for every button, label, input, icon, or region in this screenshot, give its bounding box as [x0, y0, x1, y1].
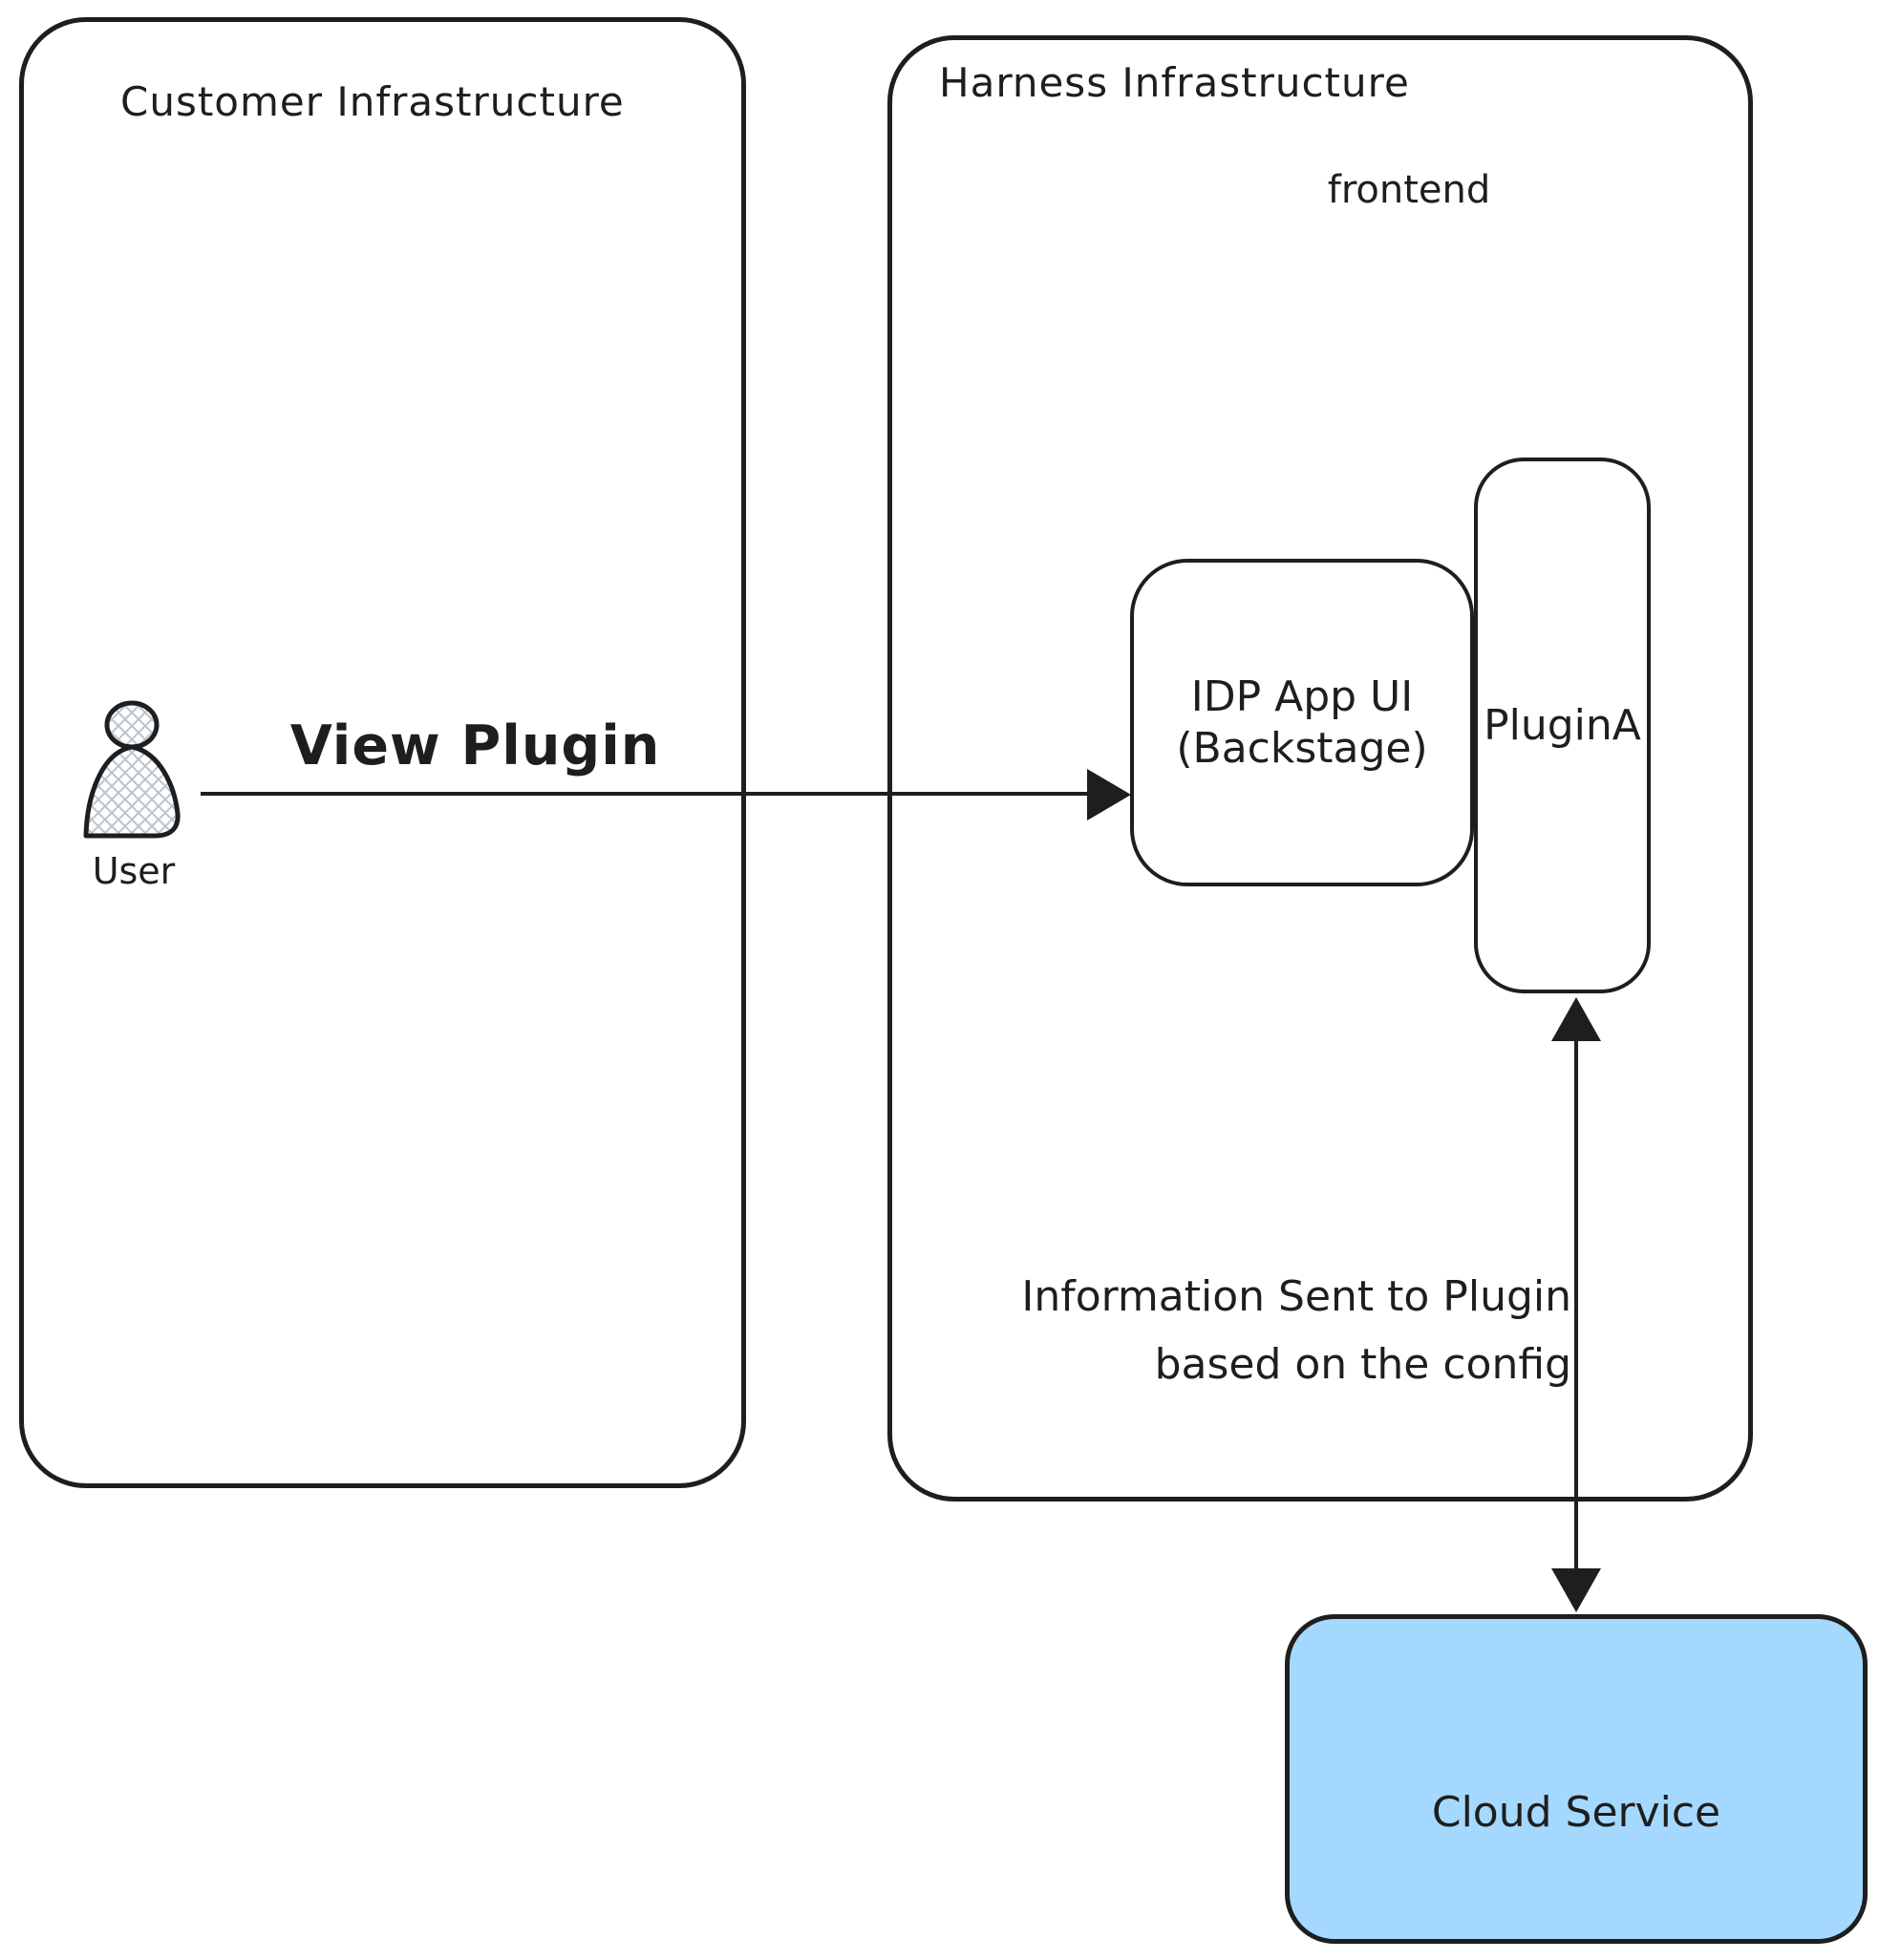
- idp-app-ui-box: IDP App UI (Backstage): [1130, 559, 1474, 886]
- frontend-label: frontend: [1327, 168, 1491, 212]
- plugin-a-label: PluginA: [1484, 700, 1641, 750]
- view-plugin-arrow-label: View Plugin: [289, 714, 661, 778]
- view-plugin-arrow-line: [201, 792, 1091, 796]
- plugin-a-box: PluginA: [1474, 458, 1651, 993]
- info-arrow-label: Information Sent to Plugin based on the …: [955, 1263, 1571, 1398]
- user-icon: [83, 700, 181, 839]
- info-arrowhead-up-icon: [1551, 997, 1601, 1041]
- cloud-service-box: Cloud Service: [1285, 1614, 1868, 1944]
- info-arrowhead-down-icon: [1551, 1568, 1601, 1612]
- idp-app-ui-label-line2: (Backstage): [1176, 723, 1428, 773]
- info-arrow-line: [1574, 1035, 1578, 1572]
- user-label: User: [92, 850, 176, 892]
- info-arrow-label-line1: Information Sent to Plugin: [1021, 1272, 1571, 1321]
- harness-infrastructure-title: Harness Infrastructure: [939, 59, 1410, 106]
- view-plugin-arrowhead-icon: [1087, 769, 1131, 820]
- idp-app-ui-label-line1: IDP App UI: [1190, 671, 1414, 721]
- customer-infrastructure-title: Customer Infrastructure: [120, 78, 625, 125]
- info-arrow-label-line2: based on the config: [1154, 1340, 1571, 1389]
- cloud-service-label: Cloud Service: [1431, 1787, 1721, 1837]
